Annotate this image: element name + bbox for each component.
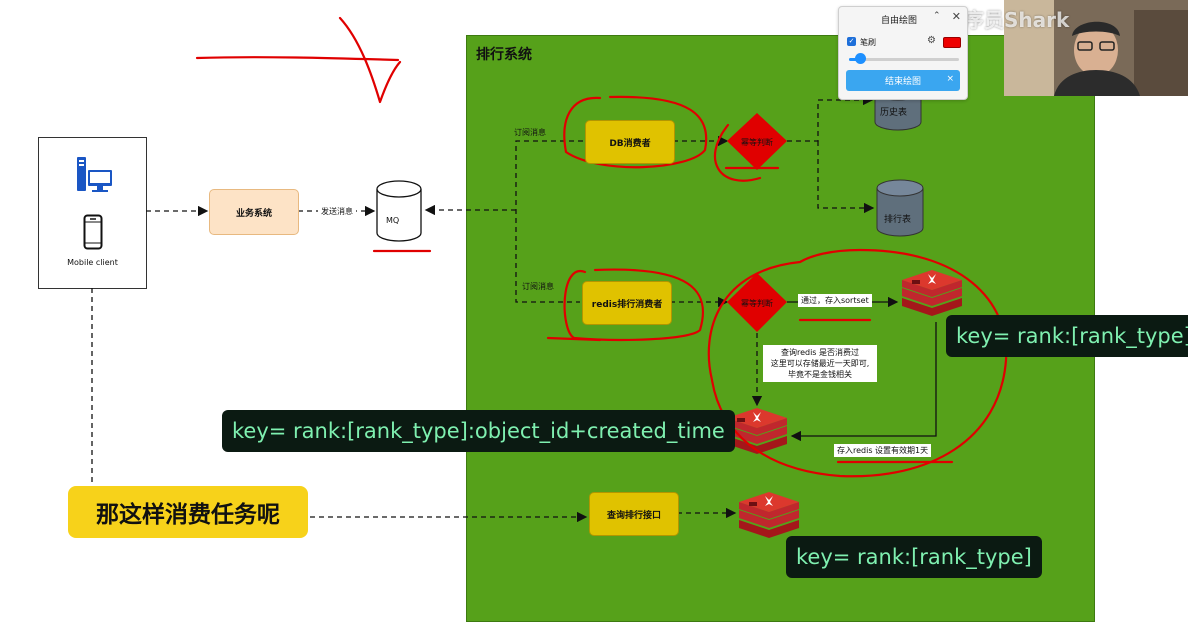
client-label: Mobile client <box>67 258 118 267</box>
mobile-phone-icon <box>83 214 103 250</box>
webcam-overlay <box>1004 0 1188 96</box>
dedupe-note: 查询redis 是否消费过 这里可以存储最近一天即可, 毕竟不是金钱相关 <box>763 345 877 382</box>
key-badge-sortset: key= rank:[rank_type] <box>946 315 1188 357</box>
collapse-chevron-icon[interactable]: ⌃ <box>933 11 941 21</box>
query-rank-api-node: 查询排行接口 <box>589 492 679 536</box>
redis-icon-sortset <box>902 270 962 316</box>
pass-store-sortset-label: 通过，存入sortset <box>798 294 872 307</box>
system-title: 排行系统 <box>476 47 532 63</box>
annotation-redis-consumer-circle <box>563 268 705 342</box>
store-redis-label: 存入redis 设置有效期1天 <box>834 444 932 457</box>
dedupe-top-label: 幂等判断 <box>741 138 773 147</box>
dedupe-mid-label: 幂等判断 <box>741 299 773 308</box>
business-system-node: 业务系统 <box>209 189 299 235</box>
note-line-1: 查询redis 是否消费过 <box>780 348 860 357</box>
panel-close-icon[interactable]: ✕ <box>951 10 961 23</box>
annotation-arrow-line <box>195 56 400 62</box>
drawing-panel-title: 自由绘图 <box>880 16 917 26</box>
redis-icon-query <box>739 492 799 538</box>
finish-close-icon[interactable]: × <box>946 74 954 84</box>
key-badge-dedupe: key= rank:[rank_type]:object_id+created_… <box>222 410 735 452</box>
annotation-diamond-mark <box>713 123 762 182</box>
question-callout: 那这样消费任务呢 <box>68 486 308 538</box>
send-message-label: 发送消息 <box>318 205 356 218</box>
free-drawing-panel: 自由绘图 ⌃ ✕ ✓ 笔刷 ⚙ 结束绘图 × <box>838 6 968 100</box>
rank-table-cylinder <box>876 179 924 237</box>
note-line-3: 毕竟不是金钱相关 <box>788 370 852 379</box>
mq-label: MQ <box>386 216 400 225</box>
pen-size-slider-knob[interactable] <box>855 53 866 64</box>
desktop-computer-icon <box>77 157 112 192</box>
subscribe-mid-label: 订阅消息 <box>522 282 554 291</box>
finish-drawing-button[interactable]: 结束绘图 × <box>846 70 960 91</box>
pen-color-swatch[interactable] <box>943 37 961 48</box>
annotation-db-consumer-circle <box>563 95 708 169</box>
key-badge-query: key= rank:[rank_type] <box>786 536 1042 578</box>
note-line-2: 这里可以存储最近一天即可, <box>770 359 870 368</box>
pen-label: 笔刷 <box>860 38 876 47</box>
finish-drawing-label: 结束绘图 <box>884 77 921 87</box>
rank-table-label: 排行表 <box>884 215 912 225</box>
dedupe-diamond-mid <box>727 273 787 332</box>
annotation-underline-left <box>546 336 602 342</box>
history-table-label: 历史表 <box>880 108 908 118</box>
pen-checkbox[interactable]: ✓ <box>847 37 856 46</box>
gear-icon[interactable]: ⚙ <box>927 35 936 46</box>
annotation-arrow-head <box>338 16 402 104</box>
dedupe-diamond-top <box>727 113 787 170</box>
subscribe-top-label: 订阅消息 <box>514 128 546 137</box>
mq-cylinder <box>376 180 422 242</box>
client-box <box>38 137 147 289</box>
db-consumer-node: DB消费者 <box>585 120 675 164</box>
pen-size-slider[interactable] <box>849 58 959 61</box>
presenter-video-icon <box>1004 0 1188 96</box>
redis-consumer-node: redis排行消费者 <box>582 281 672 325</box>
